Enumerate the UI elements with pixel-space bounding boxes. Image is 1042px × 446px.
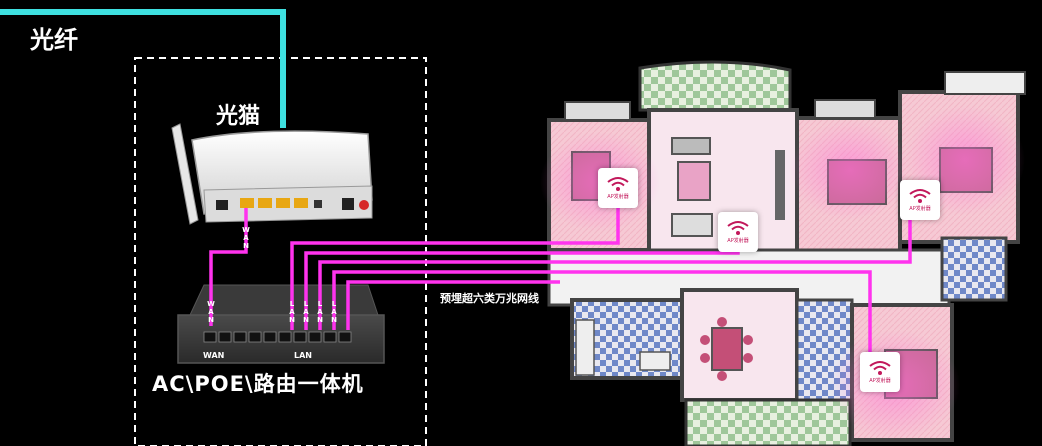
- access-point-badge: AP发射器: [718, 212, 758, 252]
- access-point-badge: AP发射器: [900, 180, 940, 220]
- optical-modem: [171, 123, 373, 225]
- router-wan-label: WAN: [203, 351, 224, 360]
- cable-ap1: [290, 200, 620, 330]
- access-point-badge: AP发射器: [598, 168, 638, 208]
- ap-label: AP发射器: [869, 378, 891, 384]
- modem-label: 光猫: [216, 104, 261, 129]
- modem-antenna-icon: [171, 123, 199, 225]
- wifi-icon: [727, 221, 749, 235]
- router-device: WAN LAN: [177, 284, 385, 364]
- modem-to-router-cable: [209, 208, 248, 326]
- cable-extra: [346, 280, 560, 330]
- router-ports: [203, 331, 352, 343]
- wifi-icon: [909, 189, 931, 203]
- fiber-line: [0, 9, 286, 128]
- cable-ap3: [318, 220, 912, 330]
- cable-ap4: [332, 270, 872, 352]
- wifi-icon: [869, 361, 891, 375]
- cable-label: 预埋超六类万兆网线: [440, 292, 539, 305]
- router-label: AC\POE\路由一体机: [152, 372, 364, 396]
- router-lan-label: LAN: [294, 351, 312, 360]
- ap-label: AP发射器: [909, 206, 931, 212]
- ethernet-port-icon: [203, 331, 217, 343]
- access-point-badge: AP发射器: [860, 352, 900, 392]
- ap-label: AP发射器: [607, 194, 629, 200]
- ap-label: AP发射器: [727, 238, 749, 244]
- modem-ports: [216, 198, 369, 210]
- wifi-icon: [607, 177, 629, 191]
- fiber-label: 光纤: [30, 26, 78, 54]
